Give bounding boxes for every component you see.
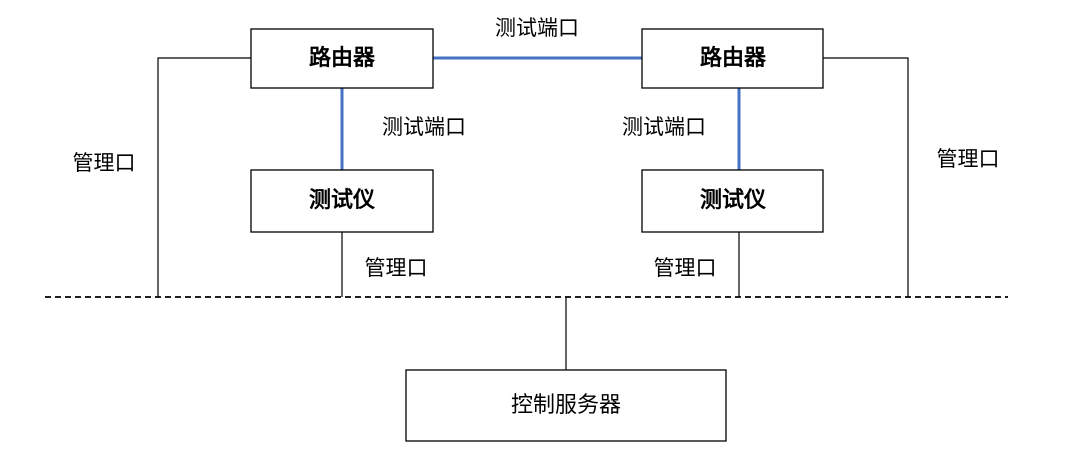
test-port-label-top: 测试端口 (495, 16, 579, 40)
mgmt-line-left-router (157, 57, 251, 297)
router-left-label: 路由器 (309, 45, 376, 71)
test-port-label-left: 测试端口 (382, 115, 466, 139)
router-left-node: 路由器 (250, 28, 434, 89)
control-server-node: 控制服务器 (405, 369, 727, 442)
mgmt-port-label-left-router: 管理口 (73, 151, 136, 175)
tester-right-box (641, 169, 824, 233)
router-right-box (641, 28, 824, 89)
control-server-box (405, 369, 727, 442)
tester-left-label: 测试仪 (309, 188, 376, 213)
mgmt-port-label-left-tester: 管理口 (365, 256, 428, 280)
mgmt-port-label-right-router: 管理口 (937, 147, 1000, 171)
router-right-label: 路由器 (700, 45, 767, 71)
tester-left-node: 测试仪 (250, 169, 434, 233)
mgmt-line-right-router (823, 57, 909, 297)
tester-left-box (250, 169, 434, 233)
tester-right-label: 测试仪 (700, 188, 767, 213)
test-port-label-right: 测试端口 (622, 115, 706, 139)
router-right-node: 路由器 (641, 28, 824, 89)
tester-right-node: 测试仪 (641, 169, 824, 233)
control-server-label: 控制服务器 (511, 393, 621, 418)
router-left-box (250, 28, 434, 89)
mgmt-port-label-right-tester: 管理口 (654, 256, 717, 280)
